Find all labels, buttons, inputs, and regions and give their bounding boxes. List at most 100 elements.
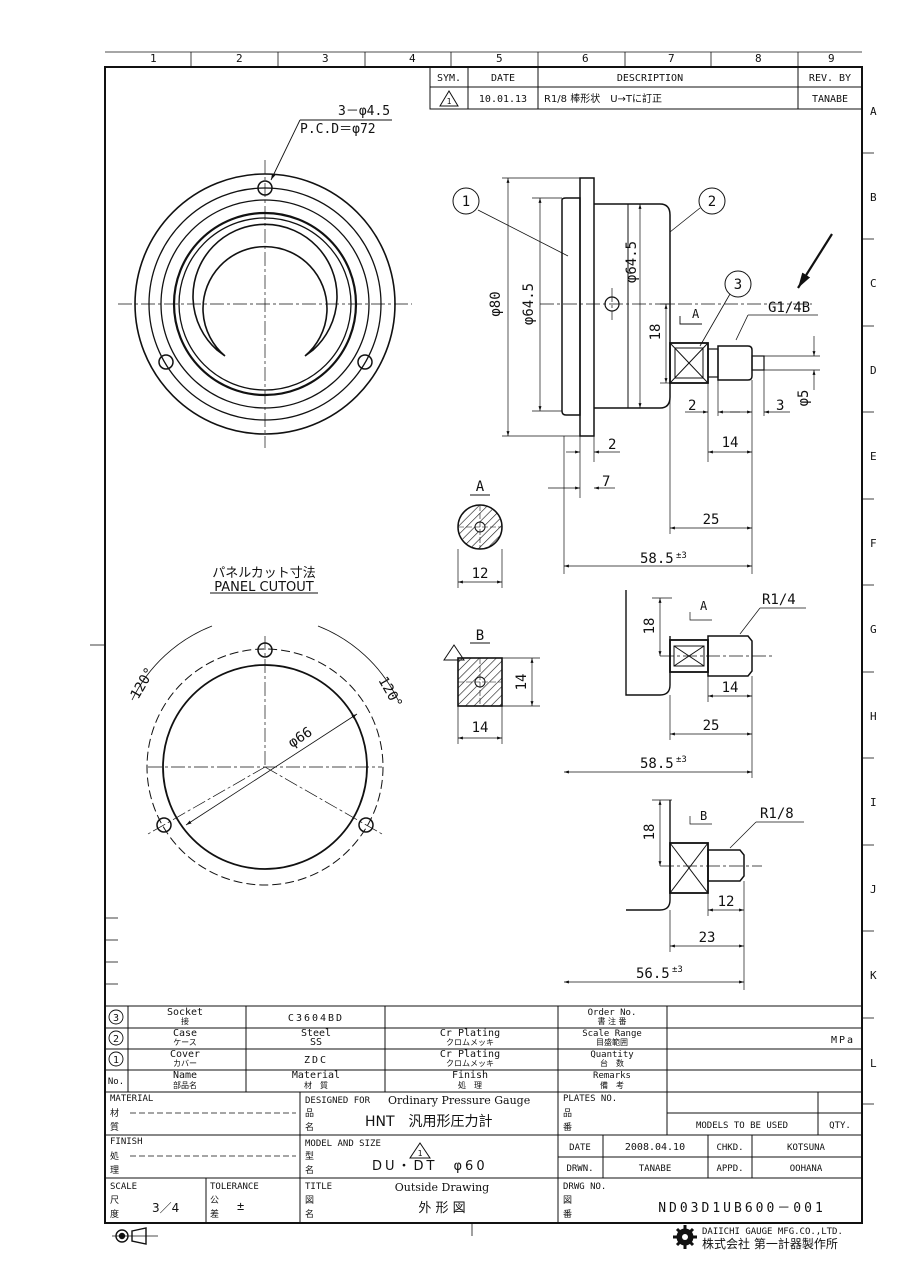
grid-col-2: 2 [236, 52, 243, 65]
tb-title-jp-value: 外 形 図 [418, 1201, 465, 1216]
tb-designed-jp2: 名 [305, 1121, 314, 1133]
parts-header-no: No. [108, 1077, 124, 1087]
tb-scale-value: 3／4 [152, 1201, 179, 1215]
part-1-name: Cover [170, 1049, 200, 1060]
r14-dim-25: 25 [703, 718, 720, 734]
r18-dim-12: 12 [718, 894, 735, 910]
tb-model-label: MODEL AND SIZE [305, 1139, 381, 1149]
dim-3: 3 [776, 398, 784, 414]
tb-tol-value: ± [237, 1199, 244, 1213]
part-2-material: Steel [301, 1028, 331, 1039]
dim-d64-5-case: φ64.5 [624, 241, 640, 283]
grid-row-E: E [870, 450, 877, 463]
part-1-name-jp: カバー [173, 1059, 197, 1068]
part-2-finish: Cr Plating [440, 1028, 500, 1039]
cutout-diameter: φ66 [285, 724, 315, 751]
rev-description: R1/8 棒形状 U→Tに訂正 [544, 92, 662, 105]
tb-date-value: 2008.04.10 [625, 1142, 685, 1153]
scale-range-label: Scale Range [582, 1029, 642, 1039]
rev-header-sym: SYM. [437, 73, 461, 84]
side-view [452, 177, 833, 574]
tb-drwg-label: DRWG NO. [563, 1182, 606, 1192]
grid-row-B: B [870, 191, 877, 204]
part-2-finish-jp: クロムメッキ [446, 1038, 494, 1047]
tb-title-value: Outside Drawing [395, 1181, 489, 1194]
company-name-en: DAIICHI GAUGE MFG.CO.,LTD. [702, 1227, 843, 1237]
tb-title-label: TITLE [305, 1182, 332, 1192]
parts-header-material: Material [292, 1070, 340, 1081]
grid-row-K: K [870, 969, 877, 982]
section-b-label: B [476, 628, 484, 644]
rev-date: 10.01.13 [479, 94, 527, 105]
grid-col-4: 4 [409, 52, 416, 65]
section-b-view [443, 642, 540, 744]
front-view [118, 119, 412, 448]
parts-header-material-jp: 材 質 [304, 1080, 328, 1090]
tb-material-jp1: 材 [110, 1107, 119, 1119]
part-3-no: 3 [113, 1013, 119, 1024]
grid-col-1: 1 [150, 52, 157, 65]
part-1-finish: Cr Plating [440, 1049, 500, 1060]
tb-qty-label: QTY. [829, 1121, 851, 1131]
tb-title-jp2: 名 [305, 1208, 314, 1220]
r18-section-mark: B [700, 809, 707, 823]
rev-header-date: DATE [491, 73, 515, 84]
dim-h18: 18 [648, 324, 664, 341]
tb-tol-label: TOLERANCE [210, 1182, 259, 1192]
tb-material-jp2: 質 [110, 1121, 119, 1133]
revision-block: 1 [429, 66, 863, 110]
tb-drwg-value: ND03D1UB600－001 [658, 1201, 826, 1216]
angle-right-120: 120° [375, 674, 406, 711]
thread-g14b: G1/4B [768, 300, 810, 316]
part-3-material: C3604BD [288, 1013, 344, 1024]
r14-dim-58-5: 58.5 [640, 756, 674, 772]
tb-model-jp2: 名 [305, 1164, 314, 1176]
r18-dim-56-5: 56.5 [636, 966, 670, 982]
part-1-no: 1 [113, 1055, 119, 1066]
balloon-1: 1 [462, 194, 470, 210]
grid-col-7: 7 [668, 52, 675, 65]
part-3-name: Socket [167, 1007, 203, 1018]
dim-7: 7 [602, 474, 610, 490]
tb-chkd-label: CHKD. [716, 1143, 743, 1153]
tb-plates-jp2: 番 [563, 1121, 572, 1133]
dim-2-flange: 2 [608, 437, 616, 453]
tb-tol-jp2: 差 [210, 1208, 219, 1220]
tb-drwn-value: TANABE [639, 1164, 672, 1174]
r14-dim-h18: 18 [642, 618, 658, 635]
tb-plates-jp1: 品 [563, 1108, 572, 1119]
dim-d5: φ5 [796, 390, 812, 407]
tb-designed-value: Ordinary Pressure Gauge [388, 1094, 530, 1107]
tb-scale-label: SCALE [110, 1182, 137, 1192]
grid-row-C: C [870, 277, 877, 290]
section-b-dim-h: 14 [514, 674, 530, 691]
title-block: 1 [104, 1091, 863, 1224]
grid-col-5: 5 [496, 52, 503, 65]
dim-d80: φ80 [488, 291, 504, 316]
tb-model-value: DU・DT φ60 [372, 1159, 488, 1174]
grid-rows [90, 152, 874, 1105]
tb-finish-jp2: 理 [110, 1165, 119, 1176]
tb-designed-label: DESIGNED FOR [305, 1096, 371, 1106]
order-no-label-jp: 書 注 番 [597, 1016, 626, 1026]
part-1-material: ZDC [304, 1055, 328, 1066]
parts-header-finish-jp: 処 理 [458, 1080, 482, 1090]
r18-dim-56-5-tol: ±3 [672, 965, 683, 975]
section-a-view [457, 494, 503, 588]
variant-r14-view [564, 590, 806, 778]
r18-dim-h18: 18 [642, 824, 658, 841]
section-a-mark: A [692, 307, 700, 321]
part-1-finish-jp: クロムメッキ [446, 1059, 494, 1068]
tb-appd-label: APPD. [716, 1164, 743, 1174]
tb-title-jp1: 図 [305, 1195, 314, 1206]
section-a-label: A [476, 479, 485, 495]
parts-header-name: Name [173, 1070, 197, 1081]
dim-14: 14 [722, 435, 739, 451]
tb-finish-label: FINISH [110, 1137, 143, 1147]
pcd-callout: P.C.D＝φ72 [300, 122, 376, 137]
tb-plates-label: PLATES NO. [563, 1094, 617, 1104]
tb-material-label: MATERIAL [110, 1094, 153, 1104]
dim-d64-5-cover: φ64.5 [521, 283, 537, 325]
company-name-jp: 株式会社 第一計器製作所 [702, 1236, 838, 1251]
grid-row-L: L [870, 1057, 877, 1070]
